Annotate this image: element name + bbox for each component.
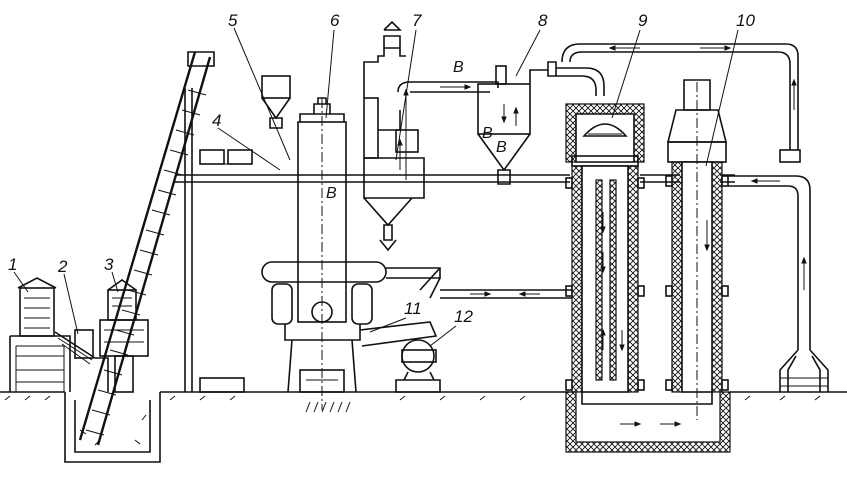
bag-filter [477,61,557,185]
cyclone-separator [363,20,425,252]
furnace [565,103,645,393]
storage-bin [9,277,71,392]
callout-11: 11 [404,299,422,318]
callout-2: 2 [57,257,68,276]
flow-letter-tower: B [326,185,337,202]
flow-letter-filter-right: B [496,139,507,156]
underground-bend [565,391,731,453]
callout-4: 4 [212,111,221,130]
callout-9: 9 [638,11,648,30]
recuperator-column [665,79,729,420]
support-frame [175,88,735,392]
mill-housing [261,261,387,393]
callout-8: 8 [538,11,548,30]
inclined-feeder [54,329,109,392]
mill-drive [199,321,438,393]
callout-1: 1 [8,255,17,274]
flow-letters: B B B B [326,59,507,202]
callout-6: 6 [330,11,340,30]
air-intake-duct [728,175,829,392]
callout-5: 5 [228,11,238,30]
callout-7: 7 [412,11,422,30]
callout-3: 3 [104,255,114,274]
duct-to-filter [397,81,499,93]
return-duct [386,267,572,299]
top-duct [556,43,801,163]
fan-motor [395,339,441,393]
callout-10: 10 [736,11,755,30]
callouts: 1 2 3 4 5 6 7 8 9 10 11 12 [8,11,755,347]
drying-tower [297,97,347,410]
bucket-elevator [78,51,215,446]
dosing-hopper [261,75,291,129]
flow-letter-filter-left: B [482,125,493,142]
flow-letter-cyclone-duct: B [453,59,464,76]
callout-12: 12 [454,307,473,326]
